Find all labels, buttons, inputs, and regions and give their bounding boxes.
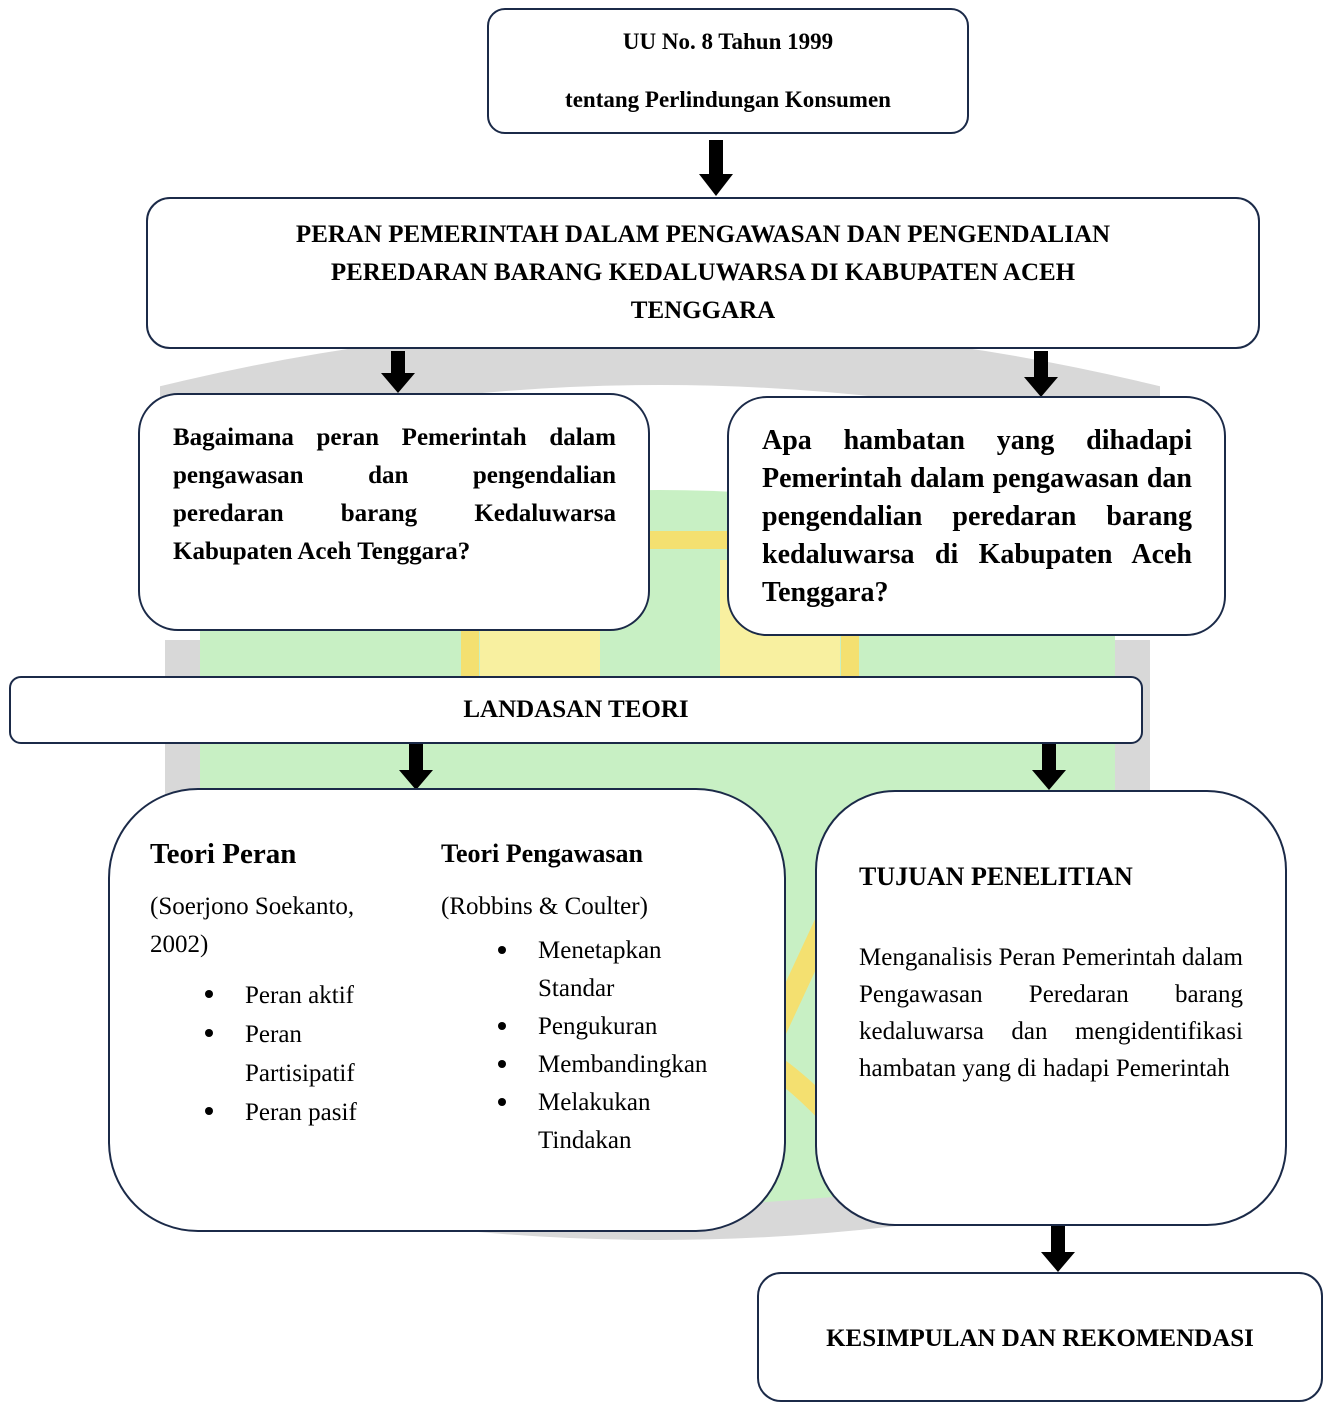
list-item: Peran Partisipatif xyxy=(205,1015,415,1093)
law-subtitle: tentang Perlindungan Konsumen xyxy=(565,87,891,112)
arrow-down-icon xyxy=(1024,351,1058,397)
supervision-theory: Teori Pengawasan (Robbins & Coulter) Men… xyxy=(441,834,761,1160)
role-theory-title: Teori Peran xyxy=(150,838,297,870)
research-objective-title: TUJUAN PENELITIAN xyxy=(859,862,1133,891)
role-theory-list: Peran aktif Peran Partisipatif Peran pas… xyxy=(205,976,415,1132)
conclusion-box: KESIMPULAN DAN REKOMENDASI xyxy=(757,1272,1323,1402)
role-theory: Teori Peran (Soerjono Soekanto, 2002) Pe… xyxy=(150,834,410,1132)
supervision-theory-source: (Robbins & Coulter) xyxy=(441,893,648,920)
research-title-line-3: TENGGARA xyxy=(630,297,776,324)
list-item: Pengukuran xyxy=(498,1008,748,1046)
list-item: Melakukan Tindakan xyxy=(498,1084,698,1160)
arrow-down-icon xyxy=(1032,744,1066,790)
law-reference-box: UU No. 8 Tahun 1999 tentang Perlindungan… xyxy=(487,8,969,134)
research-title-line-1: PERAN PEMERINTAH DALAM PENGAWASAN DAN PE… xyxy=(295,221,1111,248)
research-objective-body: Menganalisis Peran Pemerintah dalam Peng… xyxy=(859,944,1243,1082)
arrow-down-icon xyxy=(399,744,433,790)
research-title-line-2: PEREDARAN BARANG KEDALUWARSA DI KABUPATE… xyxy=(330,259,1076,286)
supervision-theory-list: Menetapkan Standar Pengukuran Membanding… xyxy=(498,932,748,1160)
theory-foundation-label: LANDASAN TEORI xyxy=(463,696,689,723)
conclusion-label: KESIMPULAN DAN REKOMENDASI xyxy=(826,1325,1254,1352)
theories-box: Teori Peran (Soerjono Soekanto, 2002) Pe… xyxy=(108,788,786,1232)
role-theory-source: (Soerjono Soekanto, 2002) xyxy=(150,893,355,958)
research-title-box: PERAN PEMERINTAH DALAM PENGAWASAN DAN PE… xyxy=(146,197,1260,349)
arrow-down-icon xyxy=(1041,1226,1075,1272)
arrow-down-icon xyxy=(699,140,733,196)
supervision-theory-title: Teori Pengawasan xyxy=(441,839,643,868)
list-item: Menetapkan Standar xyxy=(498,932,698,1008)
law-title: UU No. 8 Tahun 1999 xyxy=(622,29,834,54)
research-question-left-box: Bagaimana peran Pemerintah dalam pengawa… xyxy=(138,393,650,631)
arrow-down-icon xyxy=(381,351,415,393)
list-item: Peran aktif xyxy=(205,976,415,1015)
research-question-right: Apa hambatan yang dihadapi Pemerintah da… xyxy=(762,425,1192,608)
research-objective-box: TUJUAN PENELITIAN Menganalisis Peran Pem… xyxy=(815,790,1287,1226)
theory-foundation-box: LANDASAN TEORI xyxy=(9,676,1143,744)
list-item: Peran pasif xyxy=(205,1093,415,1132)
research-question-right-box: Apa hambatan yang dihadapi Pemerintah da… xyxy=(727,396,1226,636)
list-item: Membandingkan xyxy=(498,1046,748,1084)
research-question-left: Bagaimana peran Pemerintah dalam pengawa… xyxy=(173,424,616,565)
